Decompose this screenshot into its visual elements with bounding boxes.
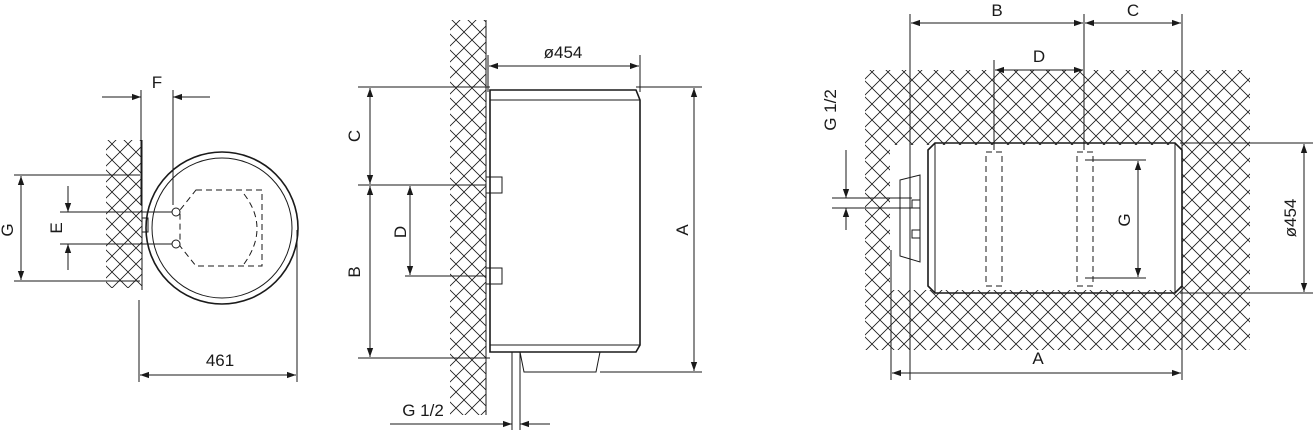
dim-label-g-right: G <box>1115 213 1134 226</box>
dim-label-g-left: G <box>0 223 17 236</box>
tank-circle <box>145 151 299 305</box>
pipe-dash-2 <box>1076 151 1094 287</box>
dim-label-g12-bottom: G 1/2 <box>402 401 444 420</box>
bottom-cover <box>519 351 601 373</box>
pipe-cold <box>171 239 181 249</box>
pipe-dash-1 <box>985 151 1003 287</box>
flange-outline <box>179 189 263 267</box>
upper-bracket <box>485 176 503 194</box>
dim-label-d-middle: D <box>391 226 410 238</box>
pipe-hot <box>171 207 181 217</box>
wall-hatch-left-side <box>865 145 890 290</box>
wall-hatch-bottom <box>865 290 1250 350</box>
horizontal-view: B C D G ø454 A G 1/2 <box>821 1 1313 380</box>
dim-label-461: 461 <box>206 351 234 370</box>
dim-label-d-right: D <box>1033 47 1045 66</box>
flange-curve <box>243 193 258 265</box>
lower-bracket <box>485 267 503 285</box>
wall-hatch-left <box>106 140 142 288</box>
dim-label-a-middle: A <box>673 224 692 236</box>
dim-label-g12-right: G 1/2 <box>821 89 840 131</box>
dim-label-c-middle: C <box>345 130 364 142</box>
tank-side <box>489 89 641 353</box>
wall-hatch-top <box>865 70 1250 145</box>
dim-label-e: E <box>47 222 66 233</box>
wall-hatch-middle <box>450 20 486 415</box>
dim-label-b-middle: B <box>345 266 364 277</box>
dim-label-b-right: B <box>991 1 1002 20</box>
bracket <box>141 217 149 233</box>
dim-label-d454-top: ø454 <box>544 43 583 62</box>
flange-cover <box>899 174 921 263</box>
dim-label-a-right: A <box>1032 349 1044 368</box>
tank-circle-inner <box>151 157 293 299</box>
wall-hatch-right-side <box>1182 145 1250 290</box>
dim-label-d454-right: ø454 <box>1281 199 1300 238</box>
side-view: ø454 C B D A G 1/2 <box>345 20 702 430</box>
top-view: F G E 461 <box>0 73 299 382</box>
dim-label-f: F <box>152 73 162 92</box>
dim-label-c-right: C <box>1127 1 1139 20</box>
